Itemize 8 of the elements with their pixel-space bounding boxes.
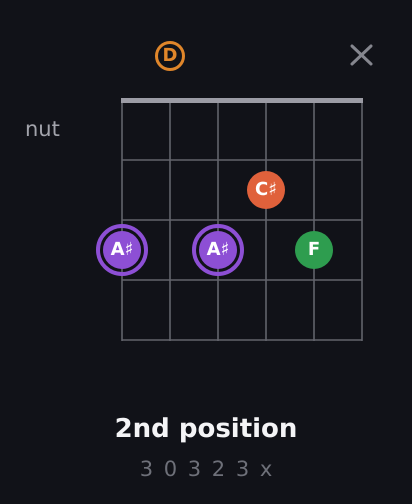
note-dot: F	[295, 231, 333, 269]
note-dot: C♯	[247, 171, 285, 209]
nut-label: nut	[25, 119, 60, 140]
root-note-dot: A♯	[96, 224, 148, 276]
open-string-note-ring: D	[155, 41, 185, 71]
position-title: 2nd position	[114, 416, 298, 442]
root-note-dot: A♯	[192, 224, 244, 276]
fingering-numbers: 3 0 3 2 3 x	[140, 459, 272, 480]
